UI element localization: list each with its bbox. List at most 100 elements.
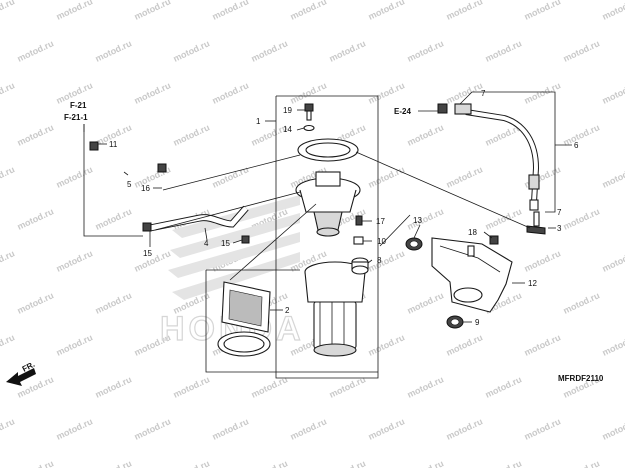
watermark-text: motod.ru (445, 164, 485, 190)
callout-2: 2 (285, 306, 290, 315)
callout-7-bottom: 7 (557, 208, 562, 217)
watermark-text: motod.ru (484, 38, 524, 64)
callout-12: 12 (528, 279, 537, 288)
watermark-text: motod.ru (289, 80, 329, 106)
fuel-pipe-6 (437, 103, 546, 235)
watermark-text: motod.ru (562, 206, 602, 232)
watermark-text: motod.ru (562, 290, 602, 316)
watermark-text: motod.ru (16, 458, 56, 468)
watermark-text: motod.ru (0, 0, 16, 22)
watermark-text: motod.ru (211, 164, 251, 190)
watermark-text: motod.ru (367, 0, 407, 22)
watermark-text: motod.ru (94, 290, 134, 316)
watermark-text: motod.ru (523, 0, 563, 22)
watermark-text: motod.ru (406, 122, 446, 148)
callout-1: 1 (256, 117, 261, 126)
callout-14: 14 (283, 125, 292, 134)
watermark-text: motod.ru (367, 164, 407, 190)
callout-9: 9 (475, 318, 480, 327)
watermark-text: motod.ru (211, 416, 251, 442)
watermark-text: motod.ru (523, 416, 563, 442)
watermark-text: motod.ru (55, 0, 95, 22)
watermark-text: motod.ru (484, 374, 524, 400)
callout-7-top: 7 (481, 89, 486, 98)
watermark-text: motod.ru (523, 332, 563, 358)
callout-16: 16 (141, 184, 150, 193)
leader-lines (83, 91, 572, 323)
watermark-text: motod.ru (0, 164, 16, 190)
watermark-text: motod.ru (172, 122, 212, 148)
collar-10 (353, 236, 364, 245)
watermark-text: motod.ru (328, 38, 368, 64)
callout-15-left: 15 (143, 249, 152, 258)
watermark-text: motod.ru (562, 458, 602, 468)
watermark-text: motod.ru (94, 374, 134, 400)
watermark-text: motod.ru (523, 248, 563, 274)
callout-4: 4 (204, 239, 209, 248)
ref-e24: E-24 (394, 107, 411, 116)
callout-15-right: 15 (221, 239, 230, 248)
watermark-text: motod.ru (289, 416, 329, 442)
watermark-text: motod.ru (211, 80, 251, 106)
watermark-text: motod.ru (367, 80, 407, 106)
pump-flange-gasket (297, 138, 359, 162)
watermark-text: motod.ru (445, 80, 485, 106)
pump-top-plate (295, 171, 361, 237)
watermark-text: motod.ru (367, 332, 407, 358)
diagram-code: MFRDF2110 (558, 374, 604, 383)
watermark-text: motod.ru (250, 38, 290, 64)
watermark-text: motod.ru (601, 416, 625, 442)
ref-f21: F-21 (70, 101, 87, 110)
pump-body (304, 261, 366, 357)
grommet-13 (405, 237, 423, 251)
watermark-text: motod.ru (601, 248, 625, 274)
watermark-text: motod.ru (601, 164, 625, 190)
ref-f211: F-21-1 (64, 113, 88, 122)
nut-17 (355, 215, 363, 226)
watermark-text: motod.ru (172, 374, 212, 400)
callout-5: 5 (127, 180, 132, 189)
callout-19: 19 (283, 106, 292, 115)
watermark-text: motod.ru (406, 458, 446, 468)
watermark-text: motod.ru (211, 0, 251, 22)
watermark-text: motod.ru (94, 38, 134, 64)
callout-13: 13 (413, 216, 422, 225)
watermark-text: motod.ru (16, 290, 56, 316)
callout-11: 11 (109, 140, 118, 149)
watermark-text: motod.ru (406, 374, 446, 400)
watermark-text: motod.ru (16, 122, 56, 148)
callout-18: 18 (468, 228, 477, 237)
callout-10: 10 (377, 237, 386, 246)
front-direction-arrow: FR. (6, 360, 36, 386)
grommet-9 (446, 315, 464, 329)
watermark-text: motod.ru (562, 38, 602, 64)
bolt-19 (304, 103, 314, 121)
grommet-8 (351, 257, 369, 275)
watermark-text: motod.ru (445, 0, 485, 22)
watermark-text: motod.ru (0, 416, 16, 442)
watermark-text: motod.ru (172, 458, 212, 468)
watermark-text: motod.ru (406, 38, 446, 64)
assembly-box-2 (205, 269, 378, 373)
watermark-text: motod.ru (94, 206, 134, 232)
watermark-text: motod.ru (445, 416, 485, 442)
watermark-text: motod.ru (601, 0, 625, 22)
watermark-text: motod.ru (55, 332, 95, 358)
callout-17: 17 (376, 217, 385, 226)
callout-3: 3 (557, 224, 562, 233)
bolt-15-lower (241, 235, 250, 244)
watermark-text: motod.ru (367, 248, 407, 274)
watermark-text: motod.ru (172, 38, 212, 64)
watermark-text: motod.ru (406, 290, 446, 316)
watermark-text: motod.ru (367, 416, 407, 442)
watermark-text: motod.ru (55, 164, 95, 190)
watermark-text: motod.ru (250, 458, 290, 468)
watermark-text: motod.ru (55, 248, 95, 274)
callout-6: 6 (574, 141, 579, 150)
watermark-text: motod.ru (0, 248, 16, 274)
watermark-text: motod.ru (0, 80, 16, 106)
watermark-text: motod.ru (133, 416, 173, 442)
watermark-text: motod.ru (601, 332, 625, 358)
fuel-filter-2 (221, 281, 271, 333)
